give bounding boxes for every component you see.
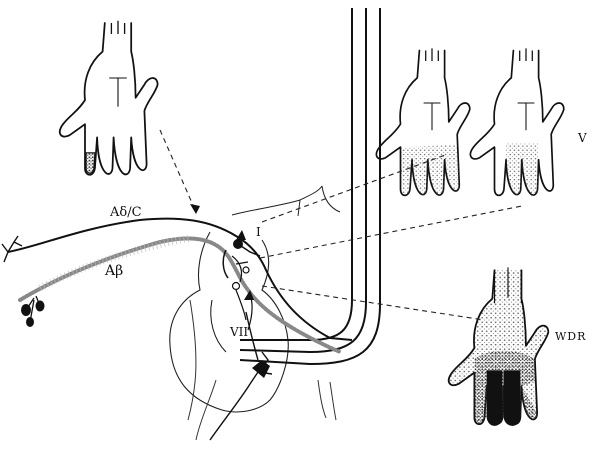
hand-v-left-icon — [376, 48, 469, 195]
encapsulated-receptor-icon — [21, 296, 45, 327]
label-lamina-one: I — [256, 226, 261, 238]
label-wdr: WDR — [555, 331, 586, 342]
hand-wdr-icon — [449, 267, 549, 425]
label-lamina-five: V — [578, 132, 587, 144]
midline-outline — [318, 380, 336, 420]
hand-top-left-icon — [60, 21, 158, 175]
label-a-beta: Aβ — [105, 264, 123, 278]
label-lamina-seven: VII — [230, 326, 248, 338]
a-beta-fiber — [20, 238, 340, 352]
label-a-delta-c: Aδ/C — [110, 206, 142, 219]
lamina-seven-neuron-icon — [210, 300, 272, 440]
grey-matter-outline — [232, 186, 340, 216]
hand-v-right-icon — [470, 48, 563, 195]
